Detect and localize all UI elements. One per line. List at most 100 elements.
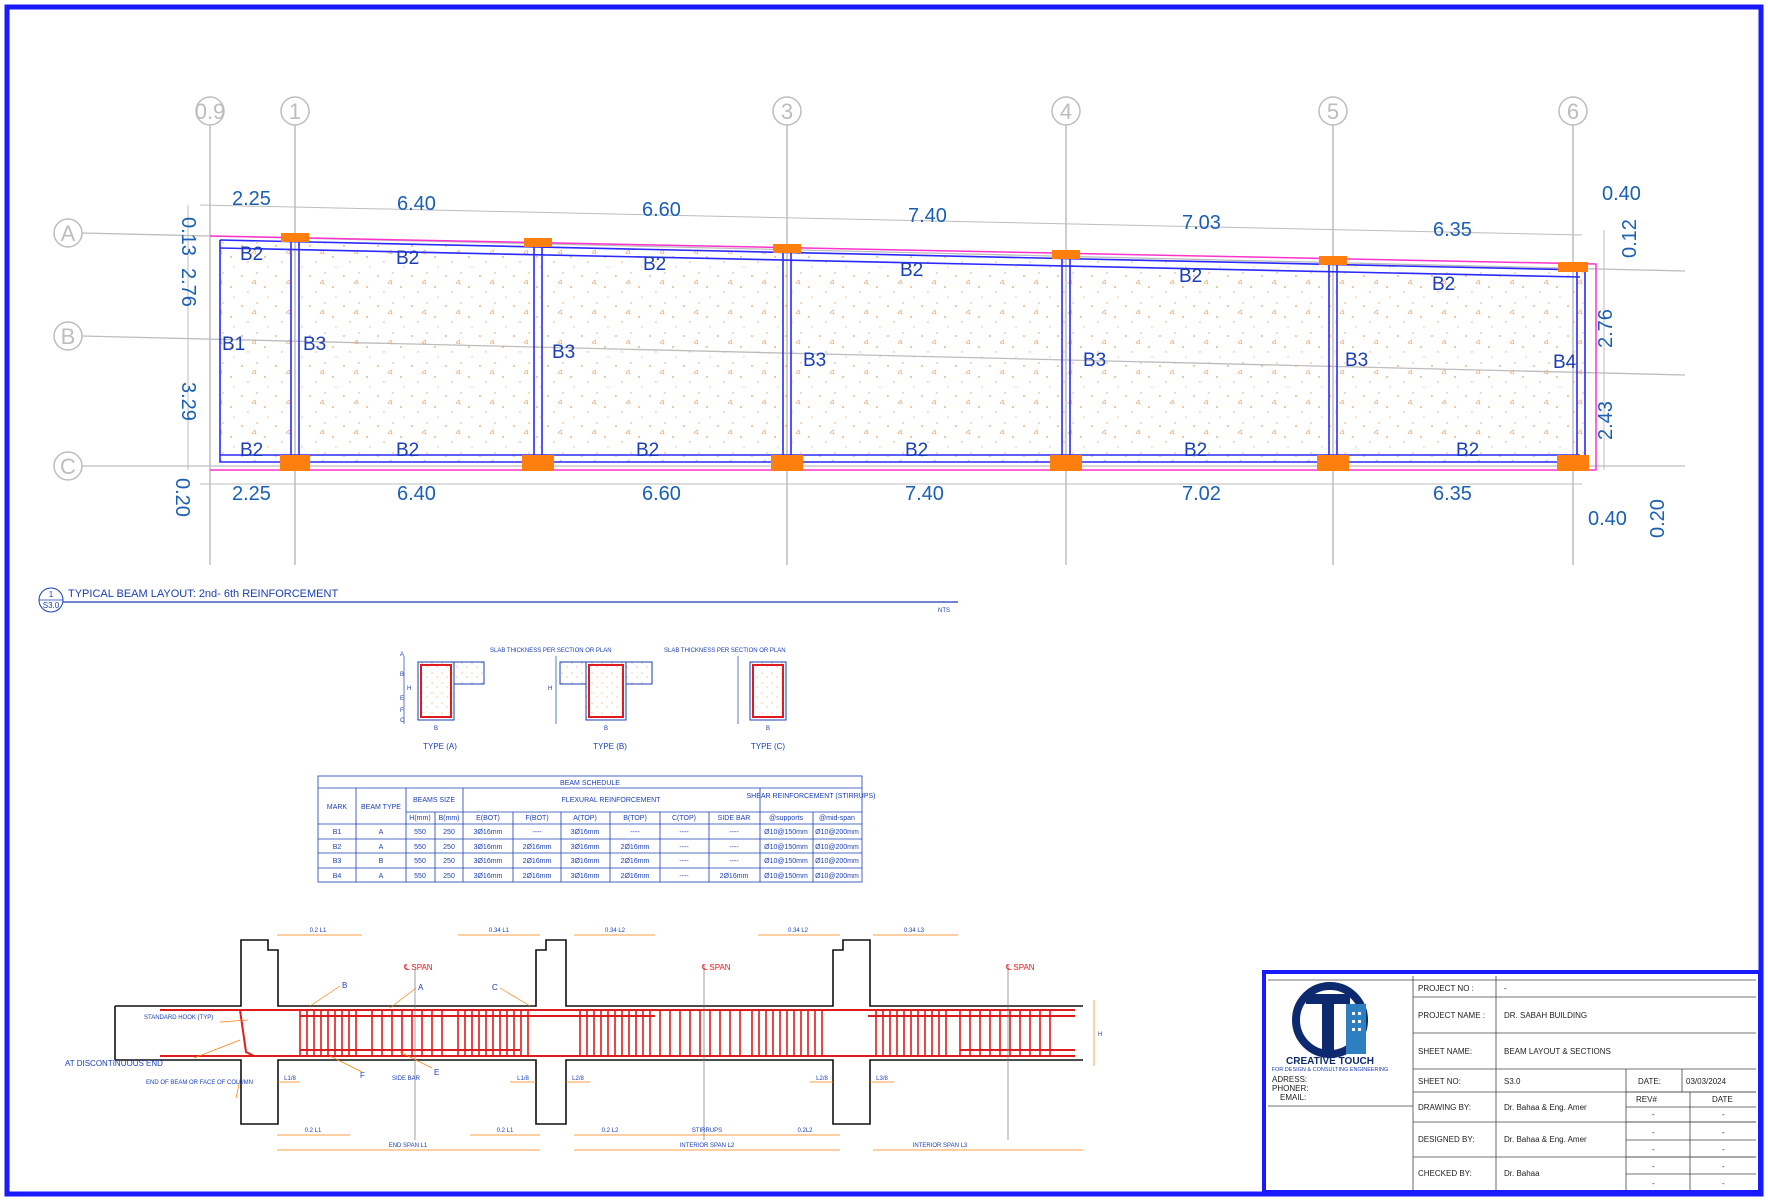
elev-bottom-dim: 0.2 L1 <box>497 1128 514 1134</box>
schedule-header: SIDE BAR <box>718 815 751 822</box>
schedule-cell: B1 <box>333 829 342 836</box>
schedule-header: BEAM TYPE <box>361 804 401 811</box>
schedule-cell: ---- <box>679 829 689 836</box>
schedule-header: E(BOT) <box>476 815 500 822</box>
schedule-cell: B4 <box>333 873 342 880</box>
section-type-a: A B E F C H B SLAB THICKNESS PER SECTION… <box>400 648 612 751</box>
plan-title-sheet: S3.0 <box>43 601 60 610</box>
grid-col-label: 3 <box>781 99 793 124</box>
sheet-no: S3.0 <box>1504 1077 1521 1086</box>
schedule-cell: ---- <box>729 844 739 851</box>
span-centerline-label: ℄ SPAN <box>403 963 433 972</box>
date-label: DATE: <box>1638 1077 1661 1086</box>
schedule-cell: ---- <box>679 858 689 865</box>
beam-schedule: BEAM SCHEDULE MARK BEAM TYPE BEAMS SIZE … <box>317 775 876 883</box>
address-label: ADRESS: <box>1272 1075 1307 1084</box>
schedule-cell: A <box>379 844 384 851</box>
section-label-letter: C <box>400 718 405 724</box>
beam-elevation: ℄ SPAN ℄ SPAN ℄ SPAN 0.2 L1 0.34 L1 0.34… <box>65 928 1102 1151</box>
section-type-c: B TYPE (C) <box>737 656 787 751</box>
dim-label: 6.60 <box>642 483 681 505</box>
schedule-cell: ---- <box>679 873 689 880</box>
company-tagline: FOR DESIGN & CONSULTING ENGINEERING <box>1272 1067 1389 1073</box>
checked-by-label: CHECKED BY: <box>1418 1169 1472 1178</box>
columns <box>280 233 1589 471</box>
rev-label: REV# <box>1636 1095 1657 1104</box>
dim-label: 2.76 <box>177 268 199 307</box>
schedule-cell: 2Ø16mm <box>621 844 650 851</box>
dim-label: 0.20 <box>171 478 193 517</box>
designed-by-label: DESIGNED BY: <box>1418 1135 1474 1144</box>
rev-date-label: DATE <box>1712 1095 1733 1104</box>
schedule-cell: Ø10@200mm <box>815 858 859 865</box>
beam-label: B2 <box>396 248 419 269</box>
beam-label: B4 <box>1553 352 1577 373</box>
span-centerline-label: ℄ SPAN <box>1005 963 1035 972</box>
beam-label: B2 <box>900 260 923 281</box>
schedule-cell: Ø10@200mm <box>815 873 859 880</box>
revision-cell: - <box>1652 1110 1655 1119</box>
right-dimensions: 0.40 0.12 2.76 2.43 0.40 0.20 <box>1588 183 1669 538</box>
slab-note: SLAB THICKNESS PER SECTION OR PLAN <box>490 648 612 654</box>
schedule-header: A(TOP) <box>573 815 597 822</box>
schedule-header: B(TOP) <box>623 815 647 822</box>
revision-cell: - <box>1722 1128 1725 1137</box>
dim-label: 7.40 <box>908 205 947 227</box>
section-caption-a: TYPE (A) <box>423 742 457 751</box>
beam-label: B2 <box>643 254 666 275</box>
slab-area <box>220 240 1585 462</box>
schedule-header: @supports <box>769 815 803 822</box>
schedule-title: BEAM SCHEDULE <box>560 780 620 787</box>
project-no: - <box>1504 984 1507 993</box>
schedule-header: F(BOT) <box>525 815 548 822</box>
beam-layout-plan: 0.9 1 3 4 5 6 A B C <box>38 96 1686 614</box>
span-name: INTERIOR SPAN L3 <box>913 1143 968 1149</box>
dim-label: 2.25 <box>232 483 271 505</box>
schedule-cell: 250 <box>443 844 455 851</box>
bar-callout: A <box>418 983 424 992</box>
grid-row-label: C <box>60 454 76 479</box>
drawing-by-label: DRAWING BY: <box>1418 1103 1471 1112</box>
grid-col-label: 5 <box>1327 99 1339 124</box>
section-label-letter: E <box>400 696 404 702</box>
revision-cell: - <box>1722 1145 1725 1154</box>
sheet-name: BEAM LAYOUT & SECTIONS <box>1504 1047 1611 1056</box>
top-dimensions: 2.25 6.40 6.60 7.40 7.03 6.35 <box>232 188 1472 241</box>
schedule-cell: Ø10@150mm <box>764 873 808 880</box>
schedule-cell: Ø10@200mm <box>815 844 859 851</box>
schedule-cell: Ø10@150mm <box>764 858 808 865</box>
elev-dim: 0.2 L1 <box>310 928 327 934</box>
hook-note: STANDARD HOOK (TYP) <box>144 1015 213 1021</box>
schedule-cell: ---- <box>729 829 739 836</box>
dim-label: 0.13 <box>177 217 199 256</box>
l-mark: L3/8 <box>876 1076 888 1082</box>
grid-row-label: B <box>61 324 76 349</box>
beam-label: B3 <box>803 350 826 371</box>
section-type-b: H B SLAB THICKNESS PER SECTION OR PLAN T… <box>548 648 786 751</box>
schedule-cell: B2 <box>333 844 342 851</box>
revision-cell: - <box>1652 1179 1655 1188</box>
schedule-cell: Ø10@200mm <box>815 829 859 836</box>
schedule-header: MARK <box>327 804 348 811</box>
schedule-cell: 2Ø16mm <box>523 844 552 851</box>
dim-label: 6.35 <box>1433 483 1472 505</box>
revision-cell: - <box>1722 1179 1725 1188</box>
bar-callout: F <box>360 1071 365 1080</box>
schedule-cell: 3Ø16mm <box>474 829 503 836</box>
dim-label: 7.40 <box>905 483 944 505</box>
sheet-name-label: SHEET NAME: <box>1418 1047 1472 1056</box>
beam-label: B3 <box>552 342 575 363</box>
project-name: DR. SABAH BUILDING <box>1504 1011 1587 1020</box>
checked-by: Dr. Bahaa <box>1504 1169 1540 1178</box>
schedule-cell: A <box>379 829 384 836</box>
email-label: EMAIL: <box>1280 1093 1306 1102</box>
dim-label: 7.03 <box>1182 212 1221 234</box>
dim-label: 6.35 <box>1433 219 1472 241</box>
grid-col-label: 1 <box>289 99 301 124</box>
beam-labels: B2 B2 B2 B2 B2 B2 B1 B3 B3 B3 B3 B3 B4 B… <box>222 244 1577 461</box>
dim-label: 0.40 <box>1602 183 1641 205</box>
schedule-cell: 3Ø16mm <box>474 873 503 880</box>
dim-label: 2.76 <box>1595 309 1617 348</box>
